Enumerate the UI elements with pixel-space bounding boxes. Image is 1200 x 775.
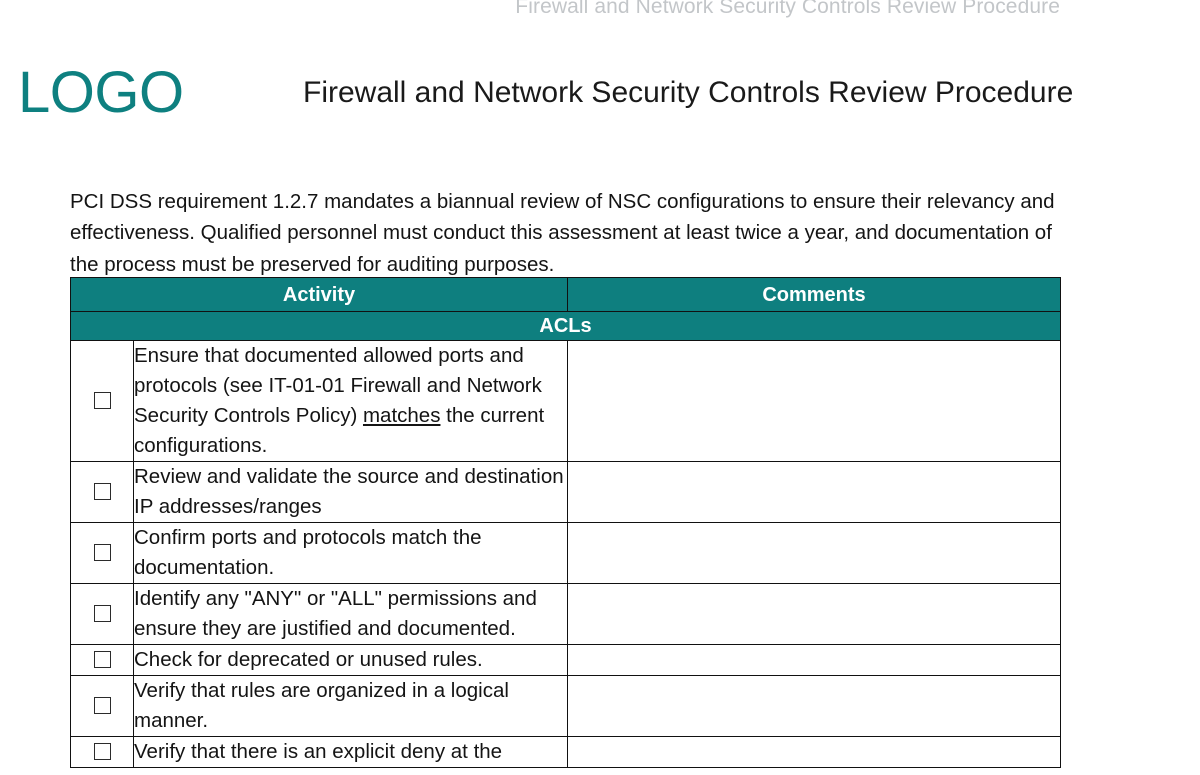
- activity-text-post: the current configurations.: [134, 404, 545, 457]
- company-logo: LOGO: [18, 60, 184, 125]
- table-row: Verify that there is an explicit deny at…: [70, 736, 1061, 768]
- activity-cell: Identify any "ANY" or "ALL" permissions …: [133, 583, 568, 645]
- activity-cell: Review and validate the source and desti…: [133, 461, 568, 523]
- activity-cell: Confirm ports and protocols match the do…: [133, 522, 568, 584]
- table-row: Identify any "ANY" or "ALL" permissions …: [70, 583, 1061, 645]
- checkbox-icon[interactable]: [93, 392, 111, 410]
- checkbox-cell[interactable]: [70, 675, 134, 737]
- comments-cell[interactable]: [567, 644, 1061, 676]
- checkbox-icon[interactable]: [93, 743, 111, 761]
- checkbox-cell[interactable]: [70, 522, 134, 584]
- comments-cell[interactable]: [567, 340, 1061, 462]
- section-title-acls: ACLs: [70, 311, 1061, 341]
- checkbox-cell[interactable]: [70, 461, 134, 523]
- checkbox-icon[interactable]: [93, 697, 111, 715]
- table-row: Ensure that documented allowed ports and…: [70, 340, 1061, 462]
- comments-cell[interactable]: [567, 461, 1061, 523]
- checkbox-cell[interactable]: [70, 644, 134, 676]
- activity-cell: Check for deprecated or unused rules.: [133, 644, 568, 676]
- intro-paragraph: PCI DSS requirement 1.2.7 mandates a bia…: [70, 189, 1055, 276]
- comments-cell[interactable]: [567, 583, 1061, 645]
- column-header-activity: Activity: [70, 277, 568, 312]
- table-row: Review and validate the source and desti…: [70, 461, 1061, 523]
- checkbox-cell[interactable]: [70, 340, 134, 462]
- comments-cell[interactable]: [567, 522, 1061, 584]
- activity-cell: Verify that rules are organized in a log…: [133, 675, 568, 737]
- title-band: LOGO Firewall and Network Security Contr…: [0, 58, 1073, 128]
- table-header-row: Activity Comments: [70, 277, 1061, 312]
- section-header-row-acls: ACLs: [70, 311, 1061, 341]
- running-page-header: Firewall and Network Security Controls R…: [515, 0, 1060, 18]
- checkbox-icon[interactable]: [93, 651, 111, 669]
- checkbox-icon[interactable]: [93, 544, 111, 562]
- activity-cell: Verify that there is an explicit deny at…: [133, 736, 568, 768]
- table-row: Verify that rules are organized in a log…: [70, 675, 1061, 737]
- activity-text-underlined: matches: [362, 404, 441, 427]
- checkbox-cell[interactable]: [70, 736, 134, 768]
- table-row: Check for deprecated or unused rules.: [70, 644, 1061, 676]
- comments-cell[interactable]: [567, 736, 1061, 768]
- document-title: Firewall and Network Security Controls R…: [303, 76, 1074, 109]
- checkbox-icon[interactable]: [93, 483, 111, 501]
- table-body: ACLs Ensure that documented allowed port…: [70, 311, 1061, 768]
- activity-text-pre: Ensure that documented allowed ports and…: [134, 344, 542, 427]
- checkbox-cell[interactable]: [70, 583, 134, 645]
- column-header-comments: Comments: [567, 277, 1061, 312]
- table-header: Activity Comments: [70, 277, 1061, 312]
- comments-cell[interactable]: [567, 675, 1061, 737]
- activity-cell: Ensure that documented allowed ports and…: [133, 340, 568, 462]
- table-row: Confirm ports and protocols match the do…: [70, 522, 1061, 584]
- review-checklist-table: Activity Comments ACLs Ensure that docum…: [70, 277, 1061, 768]
- checkbox-icon[interactable]: [93, 605, 111, 623]
